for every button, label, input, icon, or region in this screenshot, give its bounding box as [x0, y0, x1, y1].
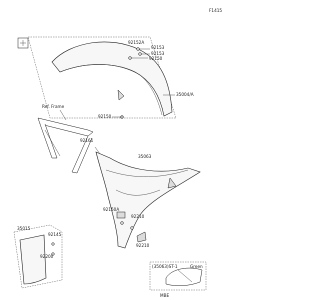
bolt-icon: [130, 226, 134, 230]
bolt-icon: [136, 47, 140, 51]
diagram-canvas: F1415 92153 92152A 92153 92150 35004/A 9…: [13, 8, 222, 298]
front-fender-rib: [59, 64, 163, 116]
front-fender-outline: [27, 36, 177, 119]
part-label: 92210: [131, 214, 145, 219]
diagram-ref-id: F1415: [209, 8, 222, 13]
decal-shape: [165, 267, 203, 286]
part-label: 35004/A: [176, 92, 194, 97]
mount-bracket: [116, 211, 126, 219]
clip-icon: [17, 37, 29, 49]
part-label: Ref. Frame: [42, 104, 65, 109]
frame-reference: [37, 109, 94, 174]
bolt-icon: [138, 52, 142, 56]
bolt-icon: [120, 221, 124, 225]
mudflap-outline: [13, 224, 63, 289]
bolt-icon: [51, 252, 55, 256]
bolt-icon: [128, 56, 132, 60]
part-label: (35063)ST-1: [152, 264, 178, 269]
mudflap: [19, 234, 47, 285]
part-label: 35015: [17, 226, 31, 231]
bolt-icon: [51, 242, 55, 246]
parts-diagram: F1415 92153 92152A 92153 92150 35004/A 9…: [13, 8, 222, 298]
part-label: 92152A: [128, 40, 144, 45]
part-label: 92153: [151, 51, 165, 56]
part-label: 92161: [80, 138, 94, 143]
decal-outline: [149, 261, 207, 291]
rear-fender: [95, 151, 201, 249]
part-label: 92145: [48, 232, 62, 237]
part-label: 92210: [136, 243, 150, 248]
part-label: 92150: [149, 56, 163, 61]
part-label: 92150A: [103, 207, 119, 212]
part-label: 92153: [151, 45, 165, 50]
part-label: 92200: [40, 254, 54, 259]
part-label: Green: [190, 264, 203, 269]
fender-tab: [117, 89, 125, 101]
model-code: MBE: [160, 293, 169, 298]
part-label: 92150: [98, 114, 112, 119]
rubber-pad: [136, 231, 147, 243]
part-label: 35063: [138, 154, 152, 159]
